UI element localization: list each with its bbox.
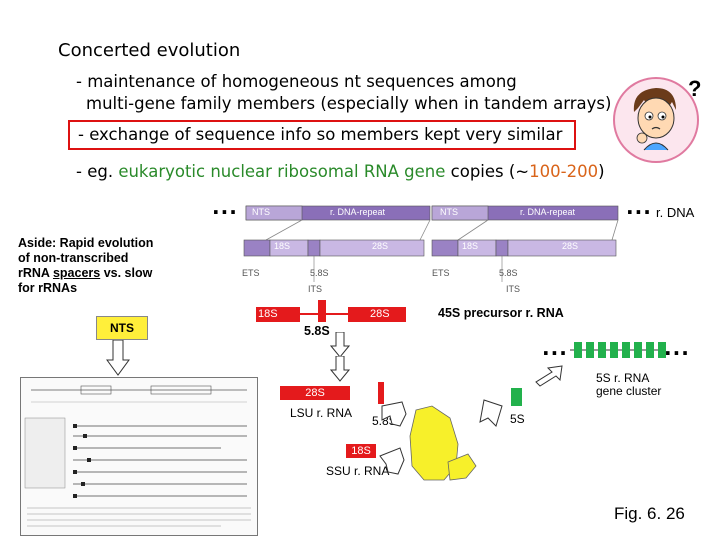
thinking-person-cartoon-icon [613,77,699,163]
bullet-example-highlight: eukaryotic nuclear ribosomal RNA gene [118,162,446,181]
aside-line3-post: vs. slow [100,266,153,280]
precursor-18s-block [256,307,300,322]
precursor-label: 45S precursor r. RNA [438,306,564,320]
lsu-28s-block: 28S [280,386,350,400]
lsu-28s-label: 28S [305,387,325,399]
ribosome-assembly [379,399,503,481]
arrow-lsu-icon [381,401,407,427]
unit2-nts-label: NTS [440,207,458,217]
arrow-ssu-icon [379,447,405,475]
rdna-ellipsis-left: ... [212,195,238,219]
ssu-18s-label: 18S [351,445,371,457]
unit1-repeat-label: r. DNA-repeat [330,207,386,217]
ssu-18s-block: 18S [346,444,376,458]
aside-line3: rRNA spacers vs. slow [18,266,188,281]
nts-box: NTS [96,316,148,340]
aside-line4: for rRNAs [18,281,78,295]
unit2-repeat-label: r. DNA-repeat [520,207,576,217]
unit2-28s-label: 28S [562,241,579,251]
unit2-ets-label: ETS [432,268,450,278]
unit1-ets-label: ETS [242,268,260,278]
aside-line3-underlined: spacers [52,266,101,280]
lsu-label: LSU r. RNA [290,406,353,420]
inset-figure-drawing [24,385,251,527]
aside-note: Aside: Rapid evolution of non-transcribe… [18,236,188,296]
down-arrow-icon [106,340,130,376]
unit1-28s-label: 28S [372,241,389,251]
down-arrow-icon-3 [330,356,350,382]
unit2-its-label: ITS [506,284,521,294]
highlight-box [68,120,576,150]
bullet-example-prefix: - eg. [76,162,114,181]
inset-figure [20,377,258,536]
nts-segment-2 [431,205,489,221]
s58-label: 5.8S [304,324,330,338]
cluster-label-line2: gene cluster [596,384,662,398]
slide-title: Concerted evolution [58,40,241,61]
precursor-28s-label: 28S [370,308,390,320]
unit2-58s-label: 5.8S [499,268,518,278]
bullet-maintenance-line1: - maintenance of homogeneous nt sequence… [76,72,517,91]
rdna-ellipsis-right: ... [626,195,652,219]
precursor-58s-block [318,300,326,322]
aside-line1: Aside: Rapid evolution [18,236,154,250]
unit1-18s-label: 18S [274,241,291,251]
precursor-28s-block [348,307,406,322]
aside-line3-pre: rRNA [18,266,53,280]
cluster-ellipsis-left: ... [542,336,568,360]
precursor-18s-label: 18S [258,308,278,320]
cluster-ellipsis-right: ... [664,336,690,360]
cluster-label-line1: 5S r. RNA [596,371,650,385]
aside-line2: of non-transcribed [18,251,129,265]
rdna-label: r. DNA [656,205,695,220]
cluster-label: 5S r. RNA gene cluster [596,372,661,398]
unit1-nts-label: NTS [252,207,270,217]
unit2-18s-label: 18S [462,241,479,251]
rdna-diagram [243,205,619,322]
unit1-its-label: ITS [308,284,323,294]
question-mark: ? [688,76,702,101]
5s-label: 5S [510,412,525,426]
bullet-example: - eg. eukaryotic nuclear ribosomal RNA g… [76,162,605,181]
unit1-58s-label: 5.8S [310,268,329,278]
diagonal-arrow-icon [535,365,563,387]
bullet-example-mid: copies (~ [450,162,530,181]
nts-segment-1 [245,205,303,221]
5s-gene-cluster [570,342,666,358]
arrow-5s-icon [479,399,503,427]
bullet-exchange: - exchange of sequence info so members k… [78,125,563,144]
figure-label: Fig. 6. 26 [614,504,685,523]
bullet-example-count: 100-200 [529,162,599,181]
down-arrow-icon-2 [330,332,350,358]
5s-gene-block [511,388,522,406]
ssu-label: SSU r. RNA [326,464,390,478]
bullet-maintenance-line2: multi-gene family members (especially wh… [86,94,612,113]
bullet-example-suffix: ) [598,162,605,181]
ribosome-small-subunit [447,453,477,481]
small-58s-block [378,382,384,404]
